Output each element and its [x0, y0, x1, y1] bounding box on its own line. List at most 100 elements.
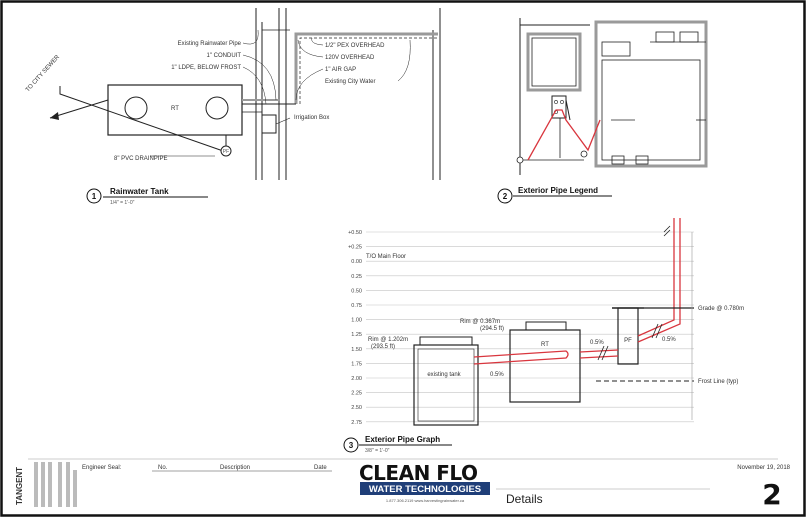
break-mark: [663, 225, 671, 233]
tank-label: RT: [171, 106, 179, 112]
note-bar: [66, 462, 70, 507]
depth-tick-label: 1.50: [351, 347, 362, 353]
grade-label: Grade @ 0.780m: [698, 306, 744, 312]
note-bar: [41, 462, 45, 507]
brand-band: [360, 482, 490, 495]
fitting-icon: [554, 100, 558, 104]
existing-tank-plan-inner: [531, 37, 577, 87]
depth-tick-label: 2.75: [351, 420, 362, 426]
existing-tank-rim: [419, 336, 473, 346]
sewer-pipe: [49, 99, 109, 119]
house-plan-inner: [601, 59, 701, 161]
rim-rt-ft-label: (294.5 ft): [480, 326, 504, 332]
rim-rt-label: Rim @ 0.367m: [460, 319, 500, 325]
rt-tank: [509, 329, 581, 403]
pf-box: [617, 307, 639, 365]
detail-scale: 1/4" = 1'-0": [110, 200, 135, 206]
irrigation-box: [261, 114, 277, 134]
irrigation-line: [242, 111, 263, 120]
house-room: [611, 155, 625, 165]
leader-line: [242, 29, 259, 45]
detail-title: Rainwater Tank: [110, 187, 169, 196]
depth-tick-label: 1.00: [351, 318, 362, 324]
overhead-120v-label: 120V OVERHEAD: [325, 55, 375, 61]
brand-name: CLEAN FLO: [359, 461, 477, 485]
depth-tick-label: +0.50: [348, 230, 362, 236]
detail-title: Exterior Pipe Graph: [365, 435, 440, 444]
break-mark: [597, 345, 605, 361]
break-mark: [651, 323, 659, 339]
detail-number-badge: [343, 437, 359, 453]
existing-tank-inner: [417, 348, 475, 422]
detail-number: 1: [92, 192, 97, 201]
leader-line: [242, 54, 277, 101]
existing-tank-plan: [526, 32, 582, 92]
house-room: [655, 31, 675, 43]
depth-tick-label: 2.25: [351, 391, 362, 397]
detail-rainwater-tank: RT PF TO CITY SEWER 8" PVC DRAINPIPE Exi…: [25, 8, 441, 206]
break-mark: [601, 345, 609, 361]
detail-exterior-pipe-graph: +0.50 +0.25 0.00 0.25 0.50 0.75 1.00 1.25 1.50 1.…: [343, 218, 744, 454]
detail-exterior-pipe-legend: 2 Exterior Pipe Legend: [497, 18, 708, 204]
house-room: [679, 31, 699, 43]
tank-port-left: [124, 96, 148, 120]
note-bar: [73, 470, 77, 507]
sheet-title: Details: [506, 492, 543, 506]
red-pipe-plan: [527, 109, 601, 161]
depth-tick-label: +0.25: [348, 245, 362, 251]
depth-tick-label: 0.00: [351, 259, 362, 265]
depth-tick-label: 2.00: [351, 376, 362, 382]
pex-line: [299, 37, 438, 104]
depth-tick-label: 0.50: [351, 288, 362, 294]
revision-description-header: Description: [220, 465, 250, 471]
depth-tick-label: 1.75: [351, 361, 362, 367]
existing-tank-label: existing tank: [427, 372, 461, 378]
break-mark: [655, 323, 663, 339]
overhead-pipe: [294, 32, 438, 104]
detail-scale: 3/8" = 1'-0": [365, 448, 390, 454]
house-room: [601, 41, 631, 57]
rim-existing-ft-label: (293.5 ft): [371, 344, 395, 350]
pex-label: 1/2" PEX OVERHEAD: [325, 43, 385, 49]
to-city-sewer-label: TO CITY SEWER: [25, 54, 61, 94]
leader-line: [311, 37, 324, 46]
leader-line: [295, 68, 324, 101]
leader-line: [242, 66, 267, 105]
frost-label: Frost Line (typ): [698, 379, 738, 385]
city-water-label: Existing City Water: [325, 79, 375, 85]
main-floor-label: T/O Main Floor: [366, 254, 406, 260]
legend-node: [580, 150, 588, 158]
irrigation-box-label: Irrigation Box: [294, 115, 329, 121]
pipe-rt-to-tank: [473, 350, 569, 365]
detail-number: 2: [503, 192, 508, 201]
sheet-date: November 19, 2018: [737, 465, 790, 471]
depth-tick-label: 0.25: [351, 274, 362, 280]
legend-line: [565, 99, 571, 121]
depth-tick-label: 0.75: [351, 303, 362, 309]
arrow-head: [50, 112, 59, 120]
pf-label: PF: [624, 338, 632, 344]
leader-line: [275, 117, 291, 125]
tank-port-right: [205, 96, 229, 120]
pf-symbol: [220, 145, 232, 157]
break-mark: [663, 229, 671, 237]
slope-label: 0.5%: [590, 340, 604, 346]
fitting-icon: [560, 100, 564, 104]
rim-existing-label: Rim @ 1.202m: [368, 337, 408, 343]
drainpipe: [59, 86, 227, 153]
rainwater-tank: [107, 84, 243, 136]
leader-line: [397, 39, 411, 82]
legend-node: [516, 156, 524, 164]
existing-tank: [413, 344, 479, 426]
detail-title: Exterior Pipe Legend: [518, 186, 598, 195]
depth-grid: +0.50 +0.25 0.00 0.25 0.50 0.75 1.00 1.25 1.50 1.…: [348, 230, 694, 426]
revision-date-header: Date: [314, 465, 327, 471]
depth-tick-label: 1.25: [351, 332, 362, 338]
note-bar: [48, 462, 52, 507]
rt-rim: [525, 321, 567, 331]
rainwater-pipe-label: Existing Rainwater Pipe: [178, 41, 242, 47]
side-brand: TANGENT: [15, 467, 24, 505]
pf-label: PF: [223, 149, 229, 155]
